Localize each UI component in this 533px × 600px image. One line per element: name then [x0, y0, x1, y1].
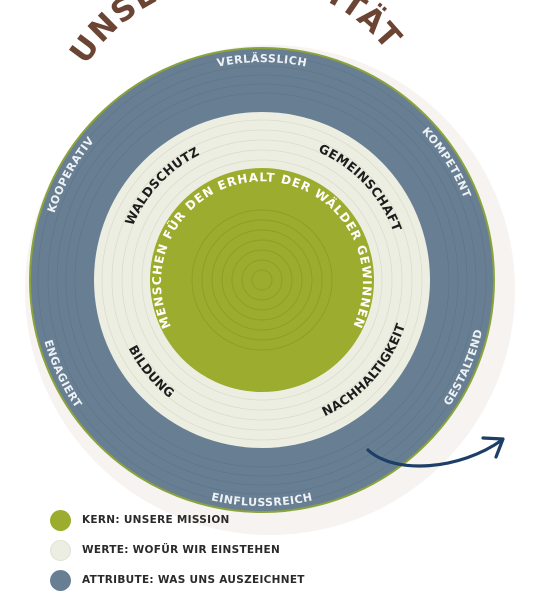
legend-item-values: WERTE: WOFÜR WIR EINSTEHEN — [50, 535, 305, 565]
legend-swatch-core — [50, 509, 71, 531]
value-ring-grain — [101, 119, 423, 441]
attribute-label-einflussreich: EINFLUSSREICH — [210, 490, 313, 509]
legend-label-core: KERN: UNSERE MISSION — [82, 514, 230, 526]
legend-label-attributes: ATTRIBUTE: WAS UNS AUSZEICHNET — [82, 574, 305, 586]
core-grain — [191, 209, 333, 351]
legend-swatch-attributes — [50, 569, 71, 591]
core-circle — [150, 168, 374, 392]
attribute-ring-grain — [37, 55, 487, 505]
legend: KERN: UNSERE MISSION WERTE: WOFÜR WIR EI… — [50, 505, 305, 595]
attribute-label-verlaesslich: VERLÄSSLICH — [216, 51, 308, 69]
legend-swatch-values — [50, 539, 71, 561]
legend-item-attributes: ATTRIBUTE: WAS UNS AUSZEICHNET — [50, 565, 305, 595]
legend-item-core: KERN: UNSERE MISSION — [50, 505, 305, 535]
legend-label-values: WERTE: WOFÜR WIR EINSTEHEN — [82, 544, 281, 556]
arrow-icon — [366, 436, 505, 468]
